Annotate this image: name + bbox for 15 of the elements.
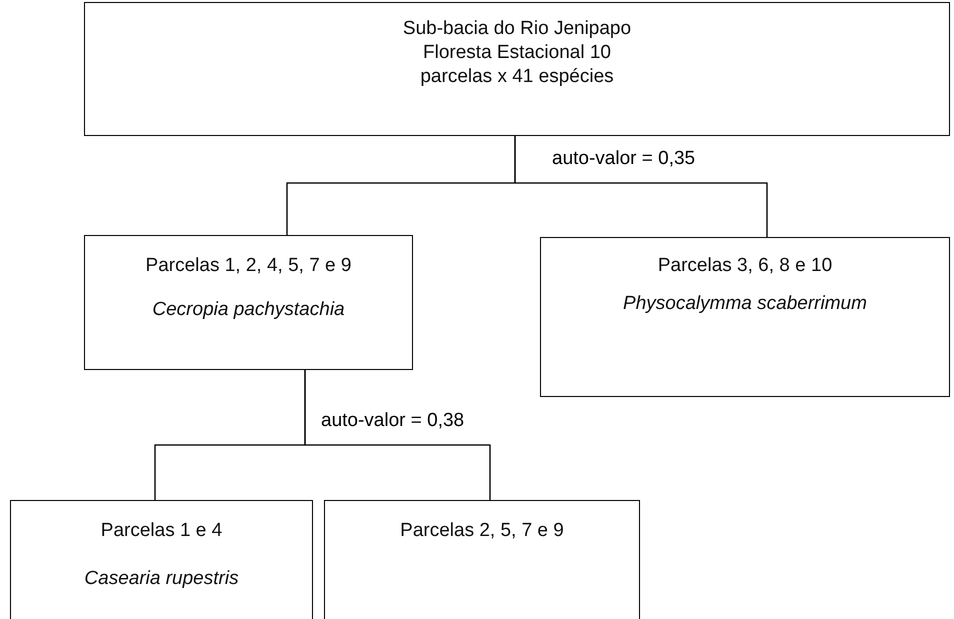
species-name: Physocalymma scaberrimum	[622, 292, 868, 316]
plot-list: Parcelas 2, 5, 7 e 9	[325, 519, 639, 543]
species-name: Cecropia pachystachia	[151, 298, 346, 322]
process-box	[84, 235, 413, 370]
plot-list: Parcelas 1 e 4	[11, 519, 312, 543]
process-box	[540, 237, 950, 397]
plot-list: Parcelas 3, 6, 8 e 10	[541, 254, 949, 278]
tree-connector	[514, 136, 768, 237]
species-name: Casearia rupestris	[83, 567, 240, 591]
process-box	[324, 500, 640, 619]
process-box	[10, 500, 313, 619]
plot-list: Parcelas 1, 2, 4, 5, 7 e 9	[85, 254, 412, 278]
tree-connector	[304, 370, 491, 500]
process-box	[84, 2, 950, 136]
box-title: Sub-bacia do Rio Jenipapo Floresta Estacional 10 parcelas x 41 espécies	[402, 17, 632, 89]
